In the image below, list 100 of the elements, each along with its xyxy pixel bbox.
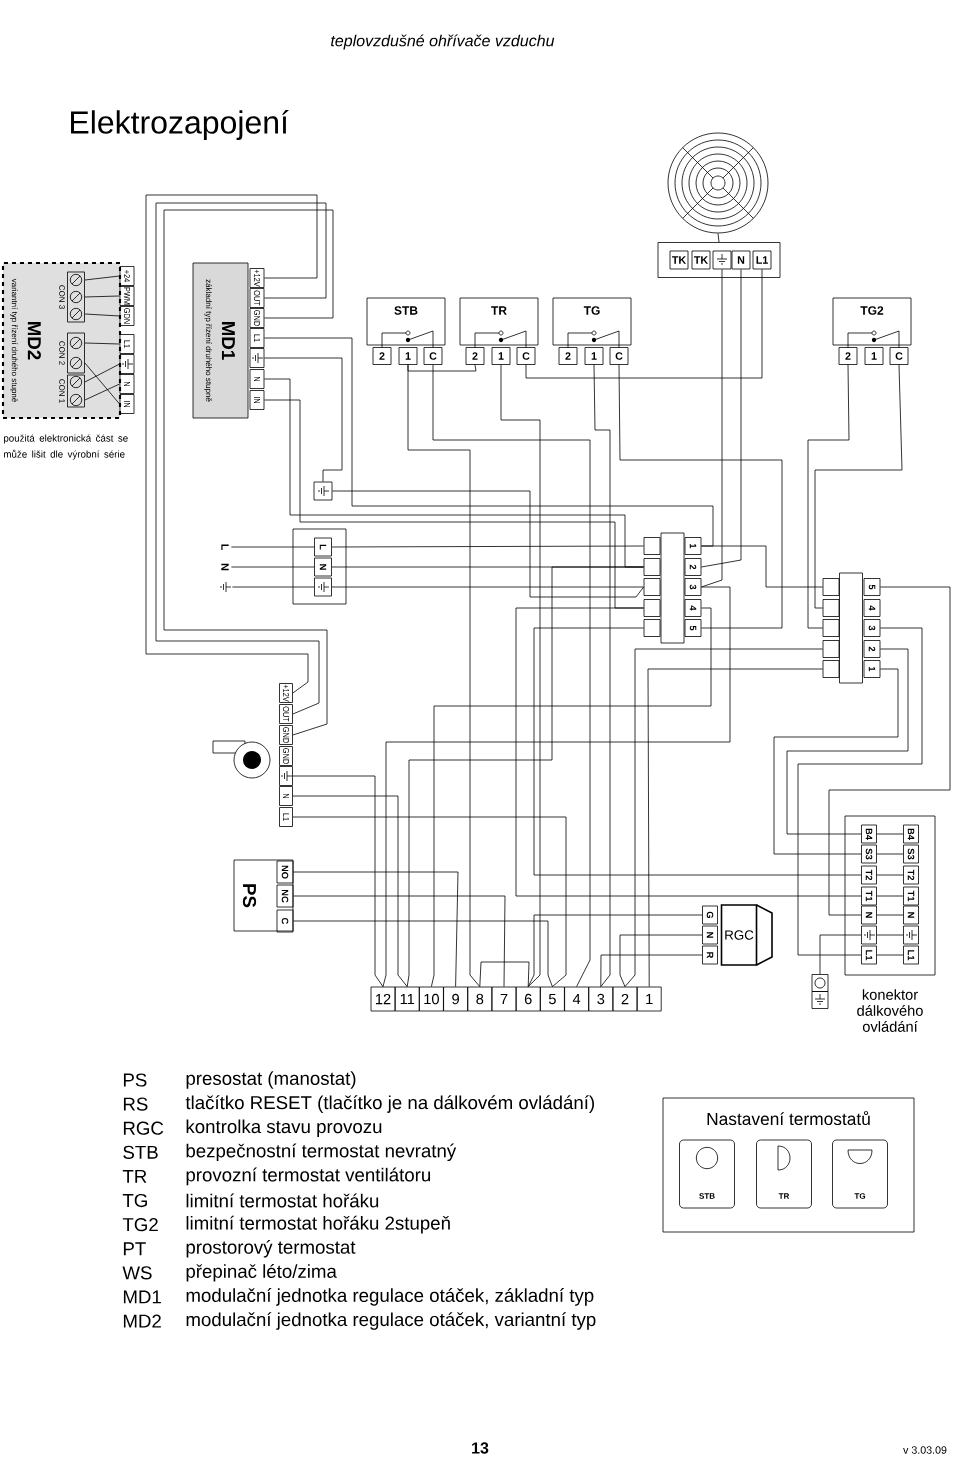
ground-terminal (279, 766, 293, 786)
ground-terminal (861, 925, 877, 945)
title-text: Elektrozapojení (71, 109, 289, 141)
terminal-block: N (119, 374, 135, 394)
wire (264, 337, 714, 547)
wire (432, 364, 591, 987)
wire (786, 648, 909, 835)
terminal-block: IN (249, 390, 265, 410)
legend-abbreviation: TG2 (122, 1218, 158, 1232)
ground-terminal (712, 250, 732, 270)
ground-terminal (119, 354, 135, 374)
terminal-block: L1 (903, 945, 919, 965)
connector-label: CON 3 (59, 285, 65, 309)
terminal-block: 2 (863, 640, 881, 658)
wire (876, 833, 904, 835)
wire (647, 668, 823, 987)
wire (84, 362, 120, 405)
terminal-block: N (279, 786, 293, 806)
wire (84, 363, 120, 383)
terminal-block: L1 (861, 945, 877, 965)
terminal-block (643, 537, 661, 555)
wire (876, 853, 904, 855)
terminal-block: 4 (684, 599, 702, 617)
terminal-block: NO (276, 860, 294, 884)
module-box: MD1 základní typ řízení druhého stupně (192, 262, 249, 419)
terminal-block: C (889, 347, 909, 365)
terminal-block (822, 599, 840, 617)
terminal-block: TK (669, 250, 689, 270)
legend-description: tlačítko RESET (tlačítko je na dálkovém ovládání) (185, 1095, 594, 1113)
wire-label: N (221, 563, 229, 571)
terminal-block: 3 (863, 619, 881, 637)
terminal-block: GND (249, 308, 265, 328)
terminal-block (643, 599, 661, 617)
terminal-block: N (861, 905, 877, 925)
terminal-block: 6 (515, 986, 541, 1012)
terminal-frame (292, 528, 347, 605)
legend-abbreviation: TR (122, 1170, 147, 1183)
wire (231, 546, 315, 548)
thermostat-box: TG2 (832, 297, 912, 348)
wire (145, 194, 318, 694)
legend-abbreviation: PT (123, 1242, 146, 1256)
wire (717, 233, 720, 243)
terminal-block: 11 (394, 986, 420, 1012)
terminal-block: N (249, 369, 265, 389)
terminal-block: 9 (443, 986, 468, 1012)
ground-terminal (811, 991, 829, 1009)
wire (232, 586, 315, 588)
ground-terminal (314, 577, 332, 597)
terminal-block (822, 619, 840, 637)
terminal-block: T1 (861, 886, 877, 906)
thermostat-box: TR (459, 297, 539, 348)
terminal-block: 2 (558, 347, 578, 365)
wire (819, 934, 862, 975)
wire (876, 954, 904, 956)
socket-terminal (811, 974, 829, 992)
wire (600, 954, 703, 987)
ground-terminal (249, 348, 265, 368)
wire (293, 920, 553, 987)
terminal-block (643, 619, 661, 637)
wire (814, 364, 903, 609)
legend-abbreviation: STB (123, 1145, 158, 1159)
wire (624, 648, 823, 987)
terminal-block: OUT (249, 288, 265, 308)
wire (876, 895, 904, 897)
terminal-block: 3 (684, 578, 702, 596)
terminal-block: 3 (588, 986, 614, 1012)
terminal-block: N (903, 905, 919, 925)
terminal-block: +12V (249, 268, 265, 288)
wire (84, 383, 120, 401)
legend-description: prostorový termostat (186, 1239, 356, 1258)
connector-caption: konektor dálkového ovládání (857, 989, 923, 1032)
legend-description: přepinač léto/zima (186, 1264, 337, 1282)
terminal-block: L1 (249, 328, 265, 348)
wire (701, 269, 742, 568)
blower-drawing (212, 740, 271, 779)
legend-description: modulační jednotka regulace otáček, základní typ (186, 1288, 594, 1306)
terminal-block: L1 (752, 250, 772, 270)
terminal-block: 1 (863, 660, 881, 678)
terminal-block: 10 (419, 986, 444, 1012)
wire (407, 364, 477, 372)
wire (515, 607, 862, 897)
connector-label: CON 2 (59, 341, 65, 365)
terminal-block: C (423, 347, 443, 365)
terminal-frame (660, 532, 685, 644)
connector-label: CON 1 (59, 379, 65, 403)
terminal-block: 5 (684, 619, 702, 637)
thermostat-box: STB (366, 297, 446, 348)
wire (500, 364, 541, 987)
wire (797, 627, 923, 956)
terminal-block: L (314, 537, 332, 557)
terminal-block: PWM (119, 286, 135, 306)
terminal-block: 4 (863, 599, 881, 617)
terminal-block: 2 (684, 558, 702, 576)
wire (807, 364, 850, 629)
terminal-block: 1 (636, 986, 662, 1012)
terminal-frame (839, 572, 863, 684)
terminal-block: GDN (119, 306, 135, 326)
wire (773, 668, 899, 855)
wire (533, 627, 862, 876)
wire (292, 795, 408, 987)
